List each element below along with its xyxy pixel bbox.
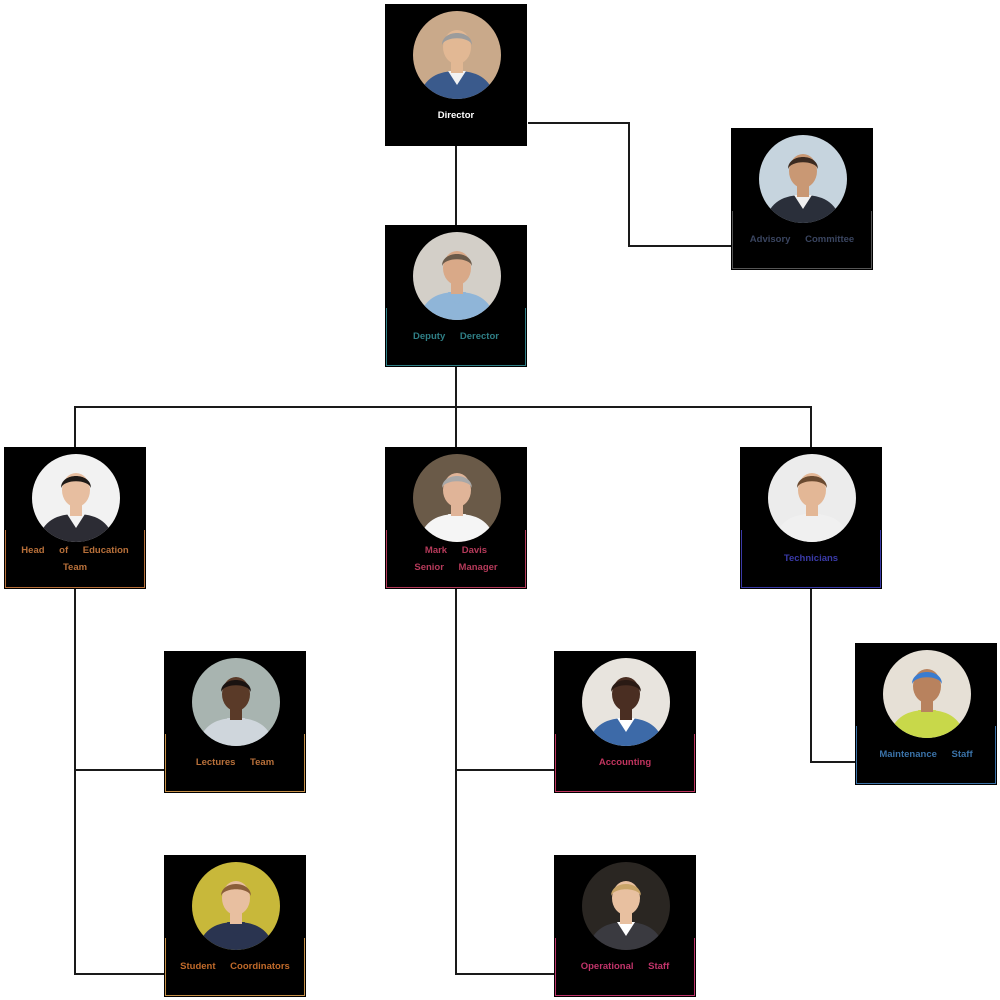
node-maintenance-staff[interactable]: Maintenance Staff bbox=[855, 643, 997, 785]
technicians-label: Technicians bbox=[783, 553, 839, 564]
maintenance-staff-photo bbox=[883, 650, 971, 738]
portrait-icon bbox=[759, 135, 847, 223]
accounting-label-band: Accounting bbox=[555, 734, 695, 792]
director-photo bbox=[413, 11, 501, 99]
portrait-icon bbox=[582, 862, 670, 950]
portrait-icon bbox=[582, 658, 670, 746]
operational-staff-photo bbox=[582, 862, 670, 950]
director-label: Director bbox=[437, 110, 475, 121]
maintenance-staff-label: Maintenance Staff bbox=[879, 749, 973, 760]
lectures-team-photo bbox=[192, 658, 280, 746]
operational-staff-label: Operational Staff bbox=[580, 961, 670, 972]
operational-staff-label-band: Operational Staff bbox=[555, 938, 695, 996]
student-coordinators-label: Student Coordinators bbox=[180, 961, 290, 972]
deputy-director-label: Deputy Derector bbox=[413, 331, 499, 342]
node-advisory-committee[interactable]: Advisory Committee bbox=[731, 128, 873, 270]
head-of-education-label-band: Head of Education Team bbox=[5, 530, 145, 588]
portrait-icon bbox=[883, 650, 971, 738]
deputy-director-label-band: Deputy Derector bbox=[386, 308, 526, 366]
student-coordinators-label-band: Student Coordinators bbox=[165, 938, 305, 996]
advisory-committee-label: Advisory Committee bbox=[749, 234, 855, 245]
node-student-coordinators[interactable]: Student Coordinators bbox=[164, 855, 306, 997]
lectures-team-label-band: Lectures Team bbox=[165, 734, 305, 792]
portrait-icon bbox=[32, 454, 120, 542]
node-operational-staff[interactable]: Operational Staff bbox=[554, 855, 696, 997]
head-of-education-photo bbox=[32, 454, 120, 542]
accounting-photo bbox=[582, 658, 670, 746]
technicians-photo bbox=[768, 454, 856, 542]
portrait-icon bbox=[192, 862, 280, 950]
maintenance-staff-label-band: Maintenance Staff bbox=[856, 726, 996, 784]
node-director[interactable]: Director bbox=[385, 4, 527, 146]
node-senior-manager[interactable]: Mark Davis Senior Manager bbox=[385, 447, 527, 589]
node-deputy-director[interactable]: Deputy Derector bbox=[385, 225, 527, 367]
head-of-education-label: Head of Education Team bbox=[21, 544, 129, 573]
connector-director-advisory bbox=[528, 122, 731, 247]
director-label-band: Director bbox=[386, 87, 526, 145]
portrait-icon bbox=[413, 11, 501, 99]
accounting-label: Accounting bbox=[598, 757, 652, 768]
node-technicians[interactable]: Technicians bbox=[740, 447, 882, 589]
advisory-committee-photo bbox=[759, 135, 847, 223]
node-head-of-education[interactable]: Head of Education Team bbox=[4, 447, 146, 589]
node-accounting[interactable]: Accounting bbox=[554, 651, 696, 793]
connector-deputy-branches bbox=[74, 367, 812, 447]
senior-manager-label-band: Mark Davis Senior Manager bbox=[386, 530, 526, 588]
portrait-icon bbox=[192, 658, 280, 746]
connector-education-teams bbox=[74, 589, 164, 975]
lectures-team-label: Lectures Team bbox=[195, 757, 275, 768]
student-coordinators-photo bbox=[192, 862, 280, 950]
senior-manager-label: Mark Davis Senior Manager bbox=[414, 544, 498, 573]
deputy-director-photo bbox=[413, 232, 501, 320]
connector-senior-teams bbox=[455, 589, 554, 975]
advisory-committee-label-band: Advisory Committee bbox=[732, 211, 872, 269]
portrait-icon bbox=[768, 454, 856, 542]
portrait-icon bbox=[413, 454, 501, 542]
connector-technicians-maintenance bbox=[810, 589, 855, 763]
node-lectures-team[interactable]: Lectures Team bbox=[164, 651, 306, 793]
technicians-label-band: Technicians bbox=[741, 530, 881, 588]
senior-manager-photo bbox=[413, 454, 501, 542]
portrait-icon bbox=[413, 232, 501, 320]
